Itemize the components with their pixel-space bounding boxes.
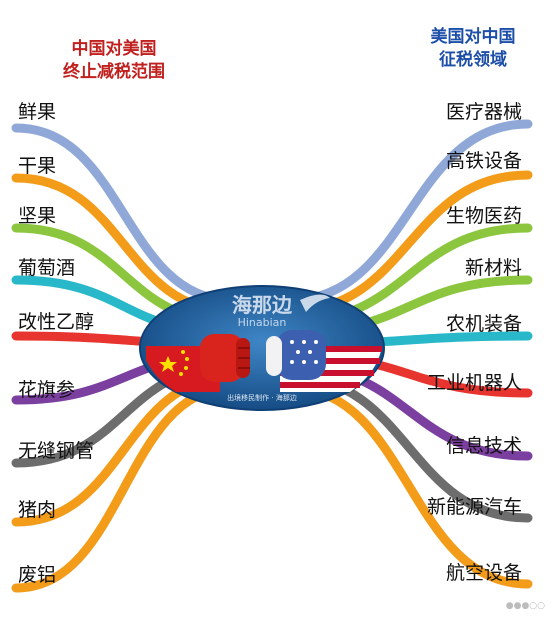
left-item-label: 葡萄酒 bbox=[18, 257, 76, 279]
left-item-label: 干果 bbox=[18, 155, 57, 177]
right-item-label: 高铁设备 bbox=[445, 150, 522, 172]
right-item-label: 工业机器人 bbox=[426, 372, 522, 394]
right-item-label: 航空设备 bbox=[445, 562, 522, 584]
right-branch-line bbox=[285, 119, 533, 305]
right-header-line1: 美国对中国 bbox=[430, 27, 516, 47]
logo-swoosh-icon bbox=[300, 294, 330, 312]
left-header: 中国对美国 终止减税范围 bbox=[14, 38, 214, 84]
left-item-label: 废铝 bbox=[18, 564, 57, 586]
left-item-label: 无缝钢管 bbox=[18, 440, 95, 462]
right-item-label: 生物医药 bbox=[445, 205, 522, 227]
left-item-label: 花旗参 bbox=[18, 379, 76, 401]
left-header-line2: 终止减税范围 bbox=[63, 62, 165, 82]
left-header-line1: 中国对美国 bbox=[71, 39, 157, 59]
left-item-label: 鲜果 bbox=[18, 101, 57, 123]
right-header-line2: 征税领域 bbox=[439, 50, 507, 70]
right-item-label: 信息技术 bbox=[445, 435, 522, 457]
right-item-label: 新材料 bbox=[464, 257, 522, 279]
right-item-label: 医疗器械 bbox=[445, 101, 522, 123]
right-item-label: 新能源汽车 bbox=[426, 496, 522, 518]
watermark-text: ●●●○○ bbox=[505, 601, 545, 611]
right-item-label: 农机装备 bbox=[445, 313, 522, 335]
left-branch-line bbox=[11, 123, 237, 305]
left-item-label: 猪肉 bbox=[18, 499, 57, 521]
center-logo-en: Hinabian bbox=[238, 316, 287, 329]
us-fist-icon bbox=[266, 330, 326, 380]
center-caption: 出境移民制作 · 海那边 bbox=[227, 393, 297, 402]
right-header: 美国对中国 征税领域 bbox=[398, 26, 548, 72]
china-fist-icon bbox=[200, 334, 250, 382]
left-item-label: 改性乙醇 bbox=[18, 311, 95, 333]
center-logo-cn: 海那边 bbox=[232, 293, 293, 317]
left-item-label: 坚果 bbox=[18, 205, 57, 227]
